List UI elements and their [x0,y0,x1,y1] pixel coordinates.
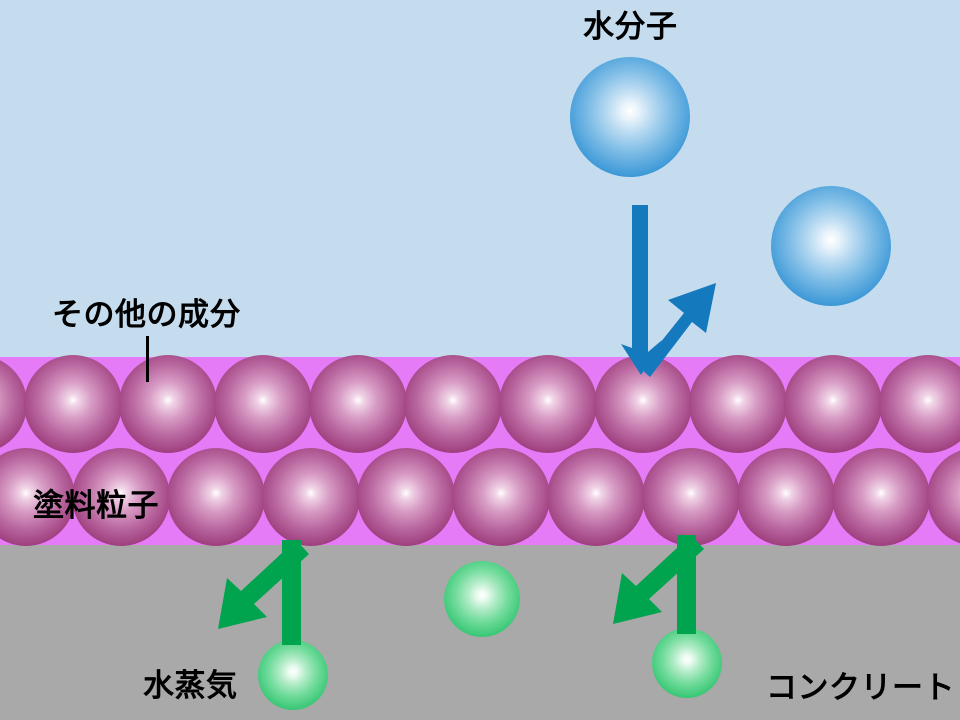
paint-particle [689,355,787,453]
paint-particle [499,355,597,453]
vapor-right [652,628,722,698]
incoming-water-molecule [570,57,690,177]
paint-particle [72,448,170,546]
label-water-molecule: 水分子 [583,9,678,45]
other-components-leader-line [146,336,149,382]
paint-particle [404,355,502,453]
paint-particle [879,355,960,453]
paint-particle [357,448,455,546]
paint-particle [0,448,75,546]
paint-particle [262,448,360,546]
paint-particle [119,355,217,453]
repelled-water-molecule [771,186,891,306]
vapor-middle [444,561,520,637]
paint-particle [452,448,550,546]
label-concrete: コンクリート [766,670,955,706]
label-paint-particle: 塗料粒子 [33,488,159,524]
paint-particle [24,355,122,453]
paint-particle [167,448,265,546]
paint-particle [832,448,930,546]
vapor-left [258,640,328,710]
paint-particle [642,448,740,546]
paint-particle [784,355,882,453]
paint-particle [547,448,645,546]
label-other-components: その他の成分 [52,297,241,333]
paint-particle [737,448,835,546]
paint-particle [214,355,312,453]
paint-particle [309,355,407,453]
label-water-vapor: 水蒸気 [143,668,238,704]
